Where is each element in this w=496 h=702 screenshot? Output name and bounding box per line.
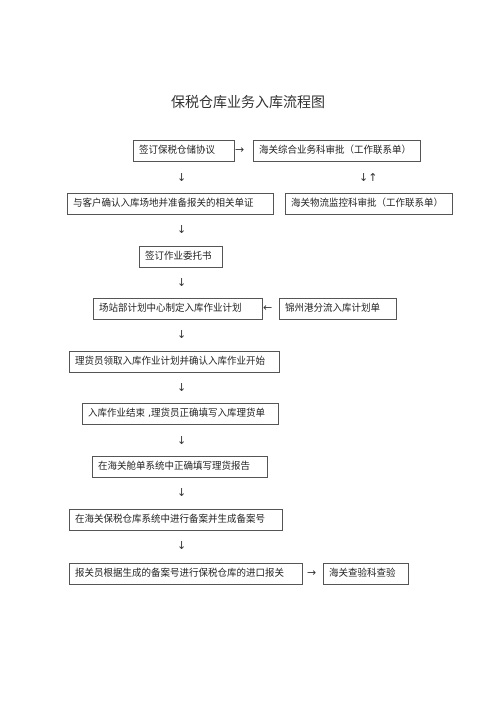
manifest-system-report-box: 在海关舱单系统中正确填写理货报告 xyxy=(92,456,268,478)
plan-center-box: 场站部计划中心制定入库作业计划 xyxy=(93,298,263,320)
bonded-system-filing-box: 在海关保税仓库系统中进行备案并生成备案号 xyxy=(69,509,283,531)
down-arrow: ↓ xyxy=(177,434,187,447)
customs-inspection-box: 海关查验科查验 xyxy=(323,563,409,585)
down-arrow: ↓ xyxy=(177,171,187,184)
jinzhou-port-plan-box: 锦州港分流入库计划单 xyxy=(279,298,397,320)
down-arrow: ↓ xyxy=(177,328,187,341)
customs-declaration-box: 报关员根据生成的备案号进行保税仓库的进口报关 xyxy=(69,563,303,585)
down-arrow: ↓ xyxy=(177,486,187,499)
page-title: 保税仓库业务入库流程图 xyxy=(171,95,325,111)
inbound-complete-box: 入库作业结束 ,理货员正确填写入库理货单 xyxy=(82,403,279,425)
customs-general-approval-box: 海关综合业务科审批（工作联系单） xyxy=(253,140,421,162)
down-arrow: ↓ xyxy=(177,539,187,552)
sign-storage-agreement-box: 签订保税仓储协议 xyxy=(133,140,235,162)
right-arrow: → xyxy=(235,143,245,156)
sign-work-order-box: 签订作业委托书 xyxy=(139,246,223,268)
tally-receive-plan-box: 理货员领取入库作业计划并确认入库作业开始 xyxy=(69,351,280,373)
down-arrow: ↓ xyxy=(177,381,187,394)
left-arrow: ← xyxy=(263,301,273,314)
down-up-arrow: ↓↑ xyxy=(359,171,378,184)
down-arrow: ↓ xyxy=(177,276,187,289)
right-arrow: → xyxy=(307,566,317,579)
customs-logistics-approval-box: 海关物流监控科审批（工作联系单） xyxy=(285,193,453,215)
down-arrow: ↓ xyxy=(177,223,187,236)
confirm-site-prepare-docs-box: 与客户确认入库场地并准备报关的相关单证 xyxy=(67,193,274,215)
